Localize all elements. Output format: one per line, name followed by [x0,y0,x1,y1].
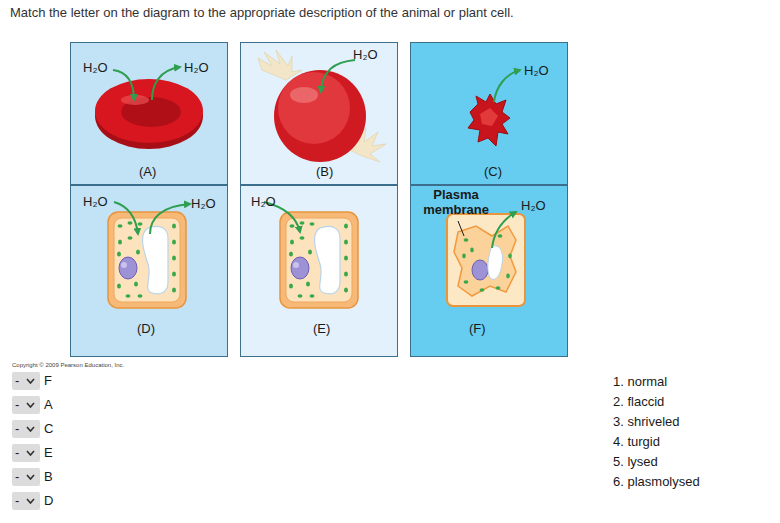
water-label: H₂O [524,63,549,78]
membrane-label: Plasma membrane [414,187,498,217]
dropdown-letter: D [44,493,53,508]
water-label: H₂O [251,194,276,209]
dropdown-letter: C [44,421,53,436]
answer-option: 4. turgid [613,434,660,449]
panel-letter: (A) [139,164,156,179]
cell-panel: H₂O (B) [240,42,398,185]
dropdown-value: - [15,397,19,412]
water-label: H₂O [353,47,378,62]
cell-panel: H₂O (C) [410,42,568,185]
dropdown-letter: B [44,469,53,484]
cell-panel: H₂O H₂O (D) [70,185,228,357]
dropdown-value: - [15,445,19,460]
water-label: H₂O [191,196,216,211]
water-label: H₂O [521,198,546,213]
panel-letter: (F) [469,321,486,336]
water-label: H₂O [184,60,209,75]
cell-panel: Plasma membrane H₂O (F) [410,185,568,357]
dropdown-letter: E [44,445,53,460]
question-title: Match the letter on the diagram to the a… [10,5,514,20]
dropdown-letter: A [44,397,53,412]
cell-panel: H₂O H₂O (A) [70,42,228,185]
panel-letter: (C) [484,164,502,179]
answer-option: 5. lysed [613,454,658,469]
answer-option: 2. flaccid [613,394,664,409]
panel-letter: (B) [316,164,333,179]
answer-option: 3. shriveled [613,414,679,429]
panel-letter: (D) [137,321,155,336]
water-label: H₂O [83,60,108,75]
dropdown-letter: F [44,373,52,388]
dropdown-value: - [15,373,19,388]
panel-letter: (E) [313,321,330,336]
dropdown-value: - [15,493,19,508]
answer-option: 1. normal [613,374,667,389]
copyright-note: Copyright © 2009 Pearson Education, Inc. [12,362,124,369]
answer-option: 6. plasmolysed [613,474,700,489]
cell-panel: H₂O (E) [240,185,398,357]
dropdown-value: - [15,469,19,484]
dropdown-value: - [15,421,19,436]
water-label: H₂O [83,194,108,209]
